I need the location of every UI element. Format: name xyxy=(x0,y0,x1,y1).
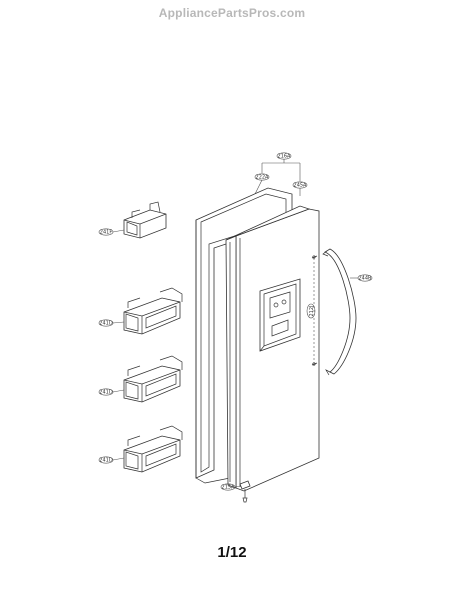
callout-241d-3-group: 241D xyxy=(98,456,125,464)
dispenser-recess xyxy=(259,278,301,352)
callout-215a-group: 215A xyxy=(220,483,241,491)
refrigerator-door xyxy=(225,205,320,492)
callout-215a: 215A xyxy=(222,485,236,491)
callout-241f: 241F xyxy=(100,230,113,236)
door-bin-3 xyxy=(123,425,183,473)
callout-212j-group: 212J xyxy=(306,303,316,319)
small-door-bin xyxy=(123,201,167,239)
bottom-hinge xyxy=(239,480,251,503)
callout-241d-1: 241D xyxy=(99,321,113,327)
door-bin-1 xyxy=(123,287,183,335)
callout-241d-1-group: 241D xyxy=(98,319,125,327)
callout-245a-group: 245A xyxy=(292,181,308,196)
callout-212j: 212J xyxy=(309,305,315,316)
door-bin-2 xyxy=(123,355,183,403)
callout-244b: 244B xyxy=(359,276,373,282)
callout-241d-3: 241D xyxy=(99,458,113,464)
page-number: 1/12 xyxy=(217,544,247,561)
callout-241d-2: 241D xyxy=(99,390,113,396)
watermark: AppliancePartsPros.com xyxy=(158,6,306,20)
callout-244b-group: 244B xyxy=(350,274,373,282)
callout-241d-2-group: 241D xyxy=(98,388,125,396)
callout-222a: 222A xyxy=(256,175,270,181)
callout-241f-group: 241F xyxy=(98,228,125,236)
callout-216a-group: 216A xyxy=(261,152,301,181)
callout-216a: 216A xyxy=(278,154,292,160)
callout-245a: 245A xyxy=(294,183,308,189)
door-handle xyxy=(322,248,357,376)
